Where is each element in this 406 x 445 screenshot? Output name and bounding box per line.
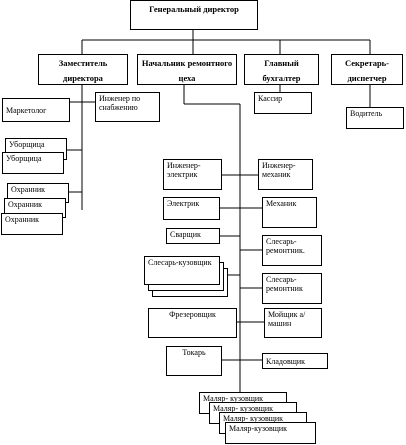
turner-box: Токарь bbox=[166, 346, 222, 376]
miller-box: Фрезеровщик bbox=[148, 308, 237, 338]
marketer-box: Маркетолог bbox=[2, 98, 70, 122]
guard-box-3: Охранник bbox=[1, 213, 63, 235]
supply-engineer-box: Инженер по снабжению bbox=[95, 92, 160, 122]
mechanical-engineer-box: Инженер-механик bbox=[258, 159, 313, 190]
welder-box: Сварщик bbox=[166, 228, 220, 244]
secretary-dispatcher-box: Секретарь-диспетчер bbox=[331, 54, 403, 85]
fitter-box-2: Слесарь-ремонтник bbox=[262, 273, 322, 304]
driver-box: Водитель bbox=[346, 107, 404, 129]
cashier-box: Кассир bbox=[254, 92, 312, 114]
electrical-engineer-box: Инженер-электрик bbox=[163, 159, 222, 190]
workshop-head-box: Начальник ремонтного цеха bbox=[137, 54, 237, 85]
deputy-director-box: Заместитель директора bbox=[38, 54, 128, 85]
fitter-box-1: Слесарь-ремонтник. bbox=[262, 235, 322, 266]
body-fitter-box: Слесарь-кузовщик bbox=[144, 256, 220, 285]
mechanic-box: Механик bbox=[262, 197, 317, 228]
electrician-box: Электрик bbox=[163, 197, 220, 220]
director-box: Генеральный директор bbox=[130, 0, 258, 30]
storekeeper-box: Кладовщик bbox=[262, 353, 328, 369]
chief-accountant-box: Главный бухгалтер bbox=[244, 54, 319, 85]
cleaner-box-2: Уборщица bbox=[2, 152, 64, 174]
car-washer-box: Мойщик а/машин bbox=[264, 308, 322, 338]
painter-box-4: Маляр-кузовщик bbox=[225, 422, 316, 444]
